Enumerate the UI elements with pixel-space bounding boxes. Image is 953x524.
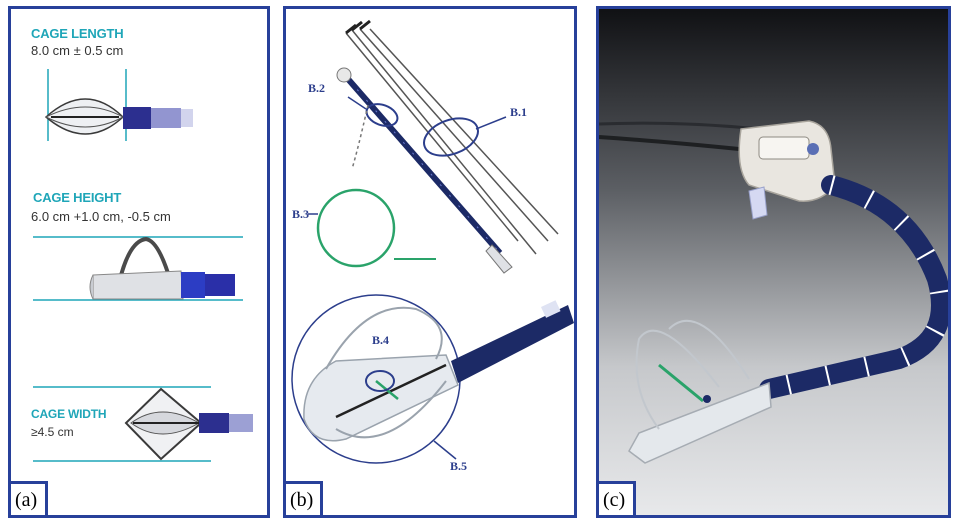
panel-c-tag-label: (c) (603, 489, 625, 512)
cage-length-device-image (46, 69, 193, 141)
label-b2: B.2 (308, 81, 325, 96)
panel-a-illustrations (11, 9, 270, 518)
magnified-tip-image (292, 295, 574, 463)
panel-b-illustrations (286, 9, 577, 518)
panel-b-tag-label: (b) (290, 489, 313, 512)
label-b4: B.4 (372, 333, 389, 348)
label-b5: B.5 (450, 459, 467, 474)
panel-b-device-components: B.1 B.2 B.3 B.4 B.5 (b) (283, 6, 577, 518)
panel-b-tag: (b) (286, 481, 323, 515)
panel-c-tag: (c) (599, 481, 636, 515)
cage-height-device-image (33, 237, 243, 300)
wire-set-image (346, 21, 558, 254)
label-b3: B.3 (292, 207, 309, 222)
panel-c-illustration (599, 9, 951, 518)
panel-c-device-photo: (c) (596, 6, 951, 518)
panel-a-tag-label: (a) (15, 489, 37, 512)
guide-loop-image (318, 105, 436, 266)
panel-a-cage-dimensions: CAGE LENGTH 8.0 cm ± 0.5 cm CAGE HEIGHT … (8, 6, 270, 518)
label-b1: B.1 (510, 105, 527, 120)
cage-width-device-image (33, 387, 253, 461)
panel-a-tag: (a) (11, 481, 48, 515)
